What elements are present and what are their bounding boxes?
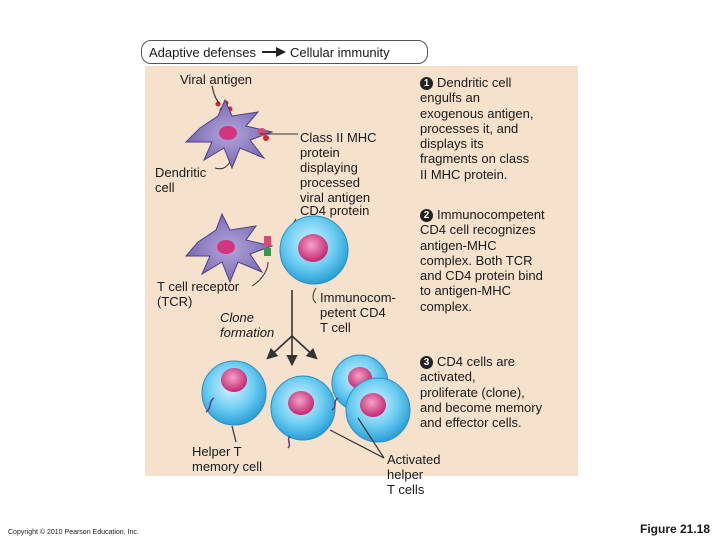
- immunocompetent-pointer: [312, 287, 317, 304]
- clone-formation-label: Clone formation: [220, 310, 275, 340]
- figure-number: Figure 21.18: [640, 522, 711, 536]
- step-2-text: Immunocompetent CD4 cell recognizes anti…: [420, 207, 545, 314]
- copyright-notice: Copyright © 2010 Pearson Education, Inc.: [8, 529, 139, 536]
- breadcrumb-cellular-immunity: Cellular immunity: [289, 44, 390, 60]
- helper-memory-cell-icon: [201, 360, 267, 426]
- immunocompetent-label: Immunocom- petent CD4 T cell: [320, 290, 396, 335]
- dendritic-pointer: [214, 161, 231, 170]
- t-cell-icon: [279, 215, 349, 285]
- breadcrumb: Adaptive defenses Cellular immunity: [141, 40, 428, 64]
- memory-pointer: [231, 425, 237, 443]
- tcr-label: T cell receptor (TCR): [157, 279, 240, 309]
- helper-memory-label: Helper T memory cell: [192, 444, 263, 474]
- step-3-text: CD4 cells are activated, proliferate (cl…: [420, 354, 543, 431]
- clone-formation-arrows: [266, 290, 318, 367]
- step-number-1: 1: [420, 77, 433, 90]
- viral-antigen-pointer: [211, 85, 221, 105]
- cd4-protein-label: CD4 protein: [300, 203, 370, 218]
- breadcrumb-adaptive-defenses: Adaptive defenses: [149, 44, 256, 60]
- step-1-text: Dendritic cell engulfs an exogenous anti…: [420, 75, 534, 182]
- dendritic-cell-icon: [184, 98, 274, 170]
- activated-t-cell-1-icon: [270, 375, 336, 449]
- activated-pointer-2: [357, 417, 385, 459]
- dendritic-cell-label: Dendritic cell: [155, 165, 207, 195]
- class2-mhc-label: Class II MHC protein displaying processe…: [300, 130, 377, 205]
- activated-pointer-1: [329, 429, 385, 459]
- tcr-pointer: [251, 261, 269, 287]
- step-number-3: 3: [420, 356, 433, 369]
- activated-t-cell-3-icon: [345, 377, 411, 443]
- activated-helper-label: Activated helper T cells: [387, 452, 441, 497]
- dendritic-cell-bound-icon: [184, 212, 274, 284]
- step-number-2: 2: [420, 209, 433, 222]
- arrow-right-icon: [261, 47, 286, 57]
- viral-antigen-label: Viral antigen: [180, 72, 253, 87]
